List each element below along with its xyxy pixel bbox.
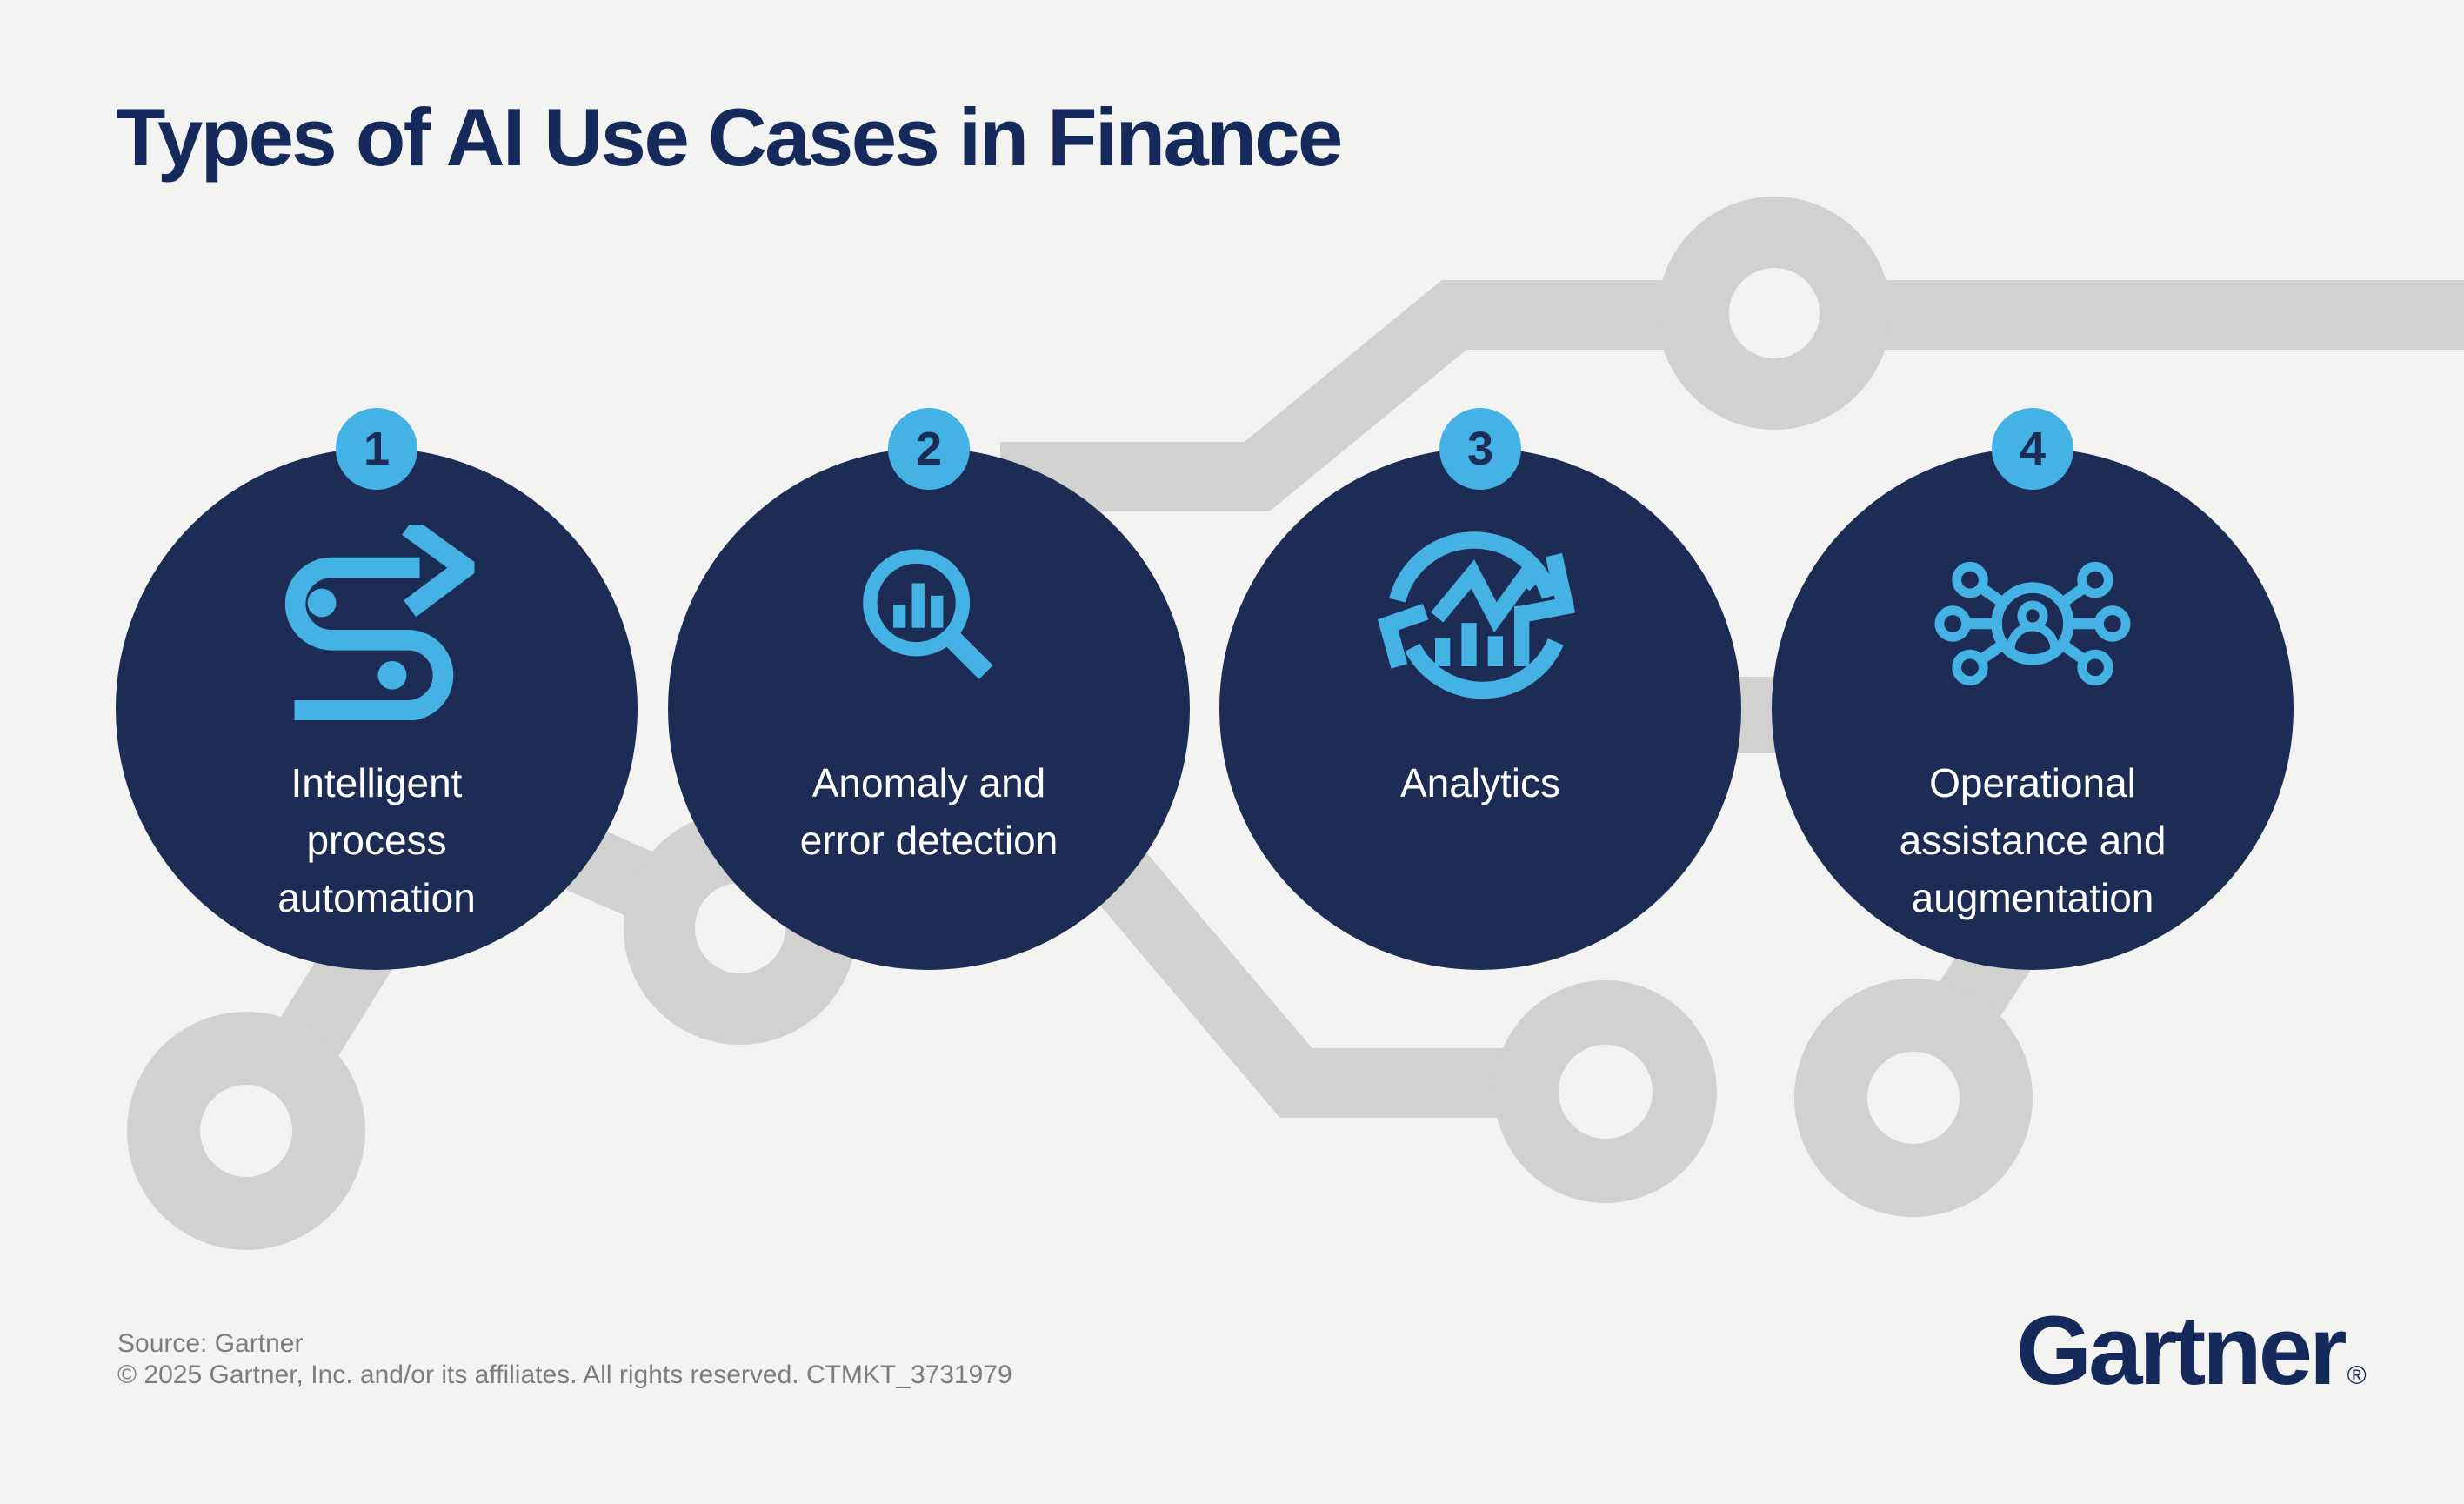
step-2-number: 2 (915, 423, 943, 475)
step-2-badge: 2 (888, 408, 970, 490)
source-text: Source: Gartner (117, 1329, 304, 1358)
step-1-number: 1 (363, 423, 391, 475)
step-3-number: 3 (1466, 423, 1494, 475)
gartner-logo-text: Gartner (2016, 1296, 2347, 1405)
operational-assistance-icon (1934, 561, 2131, 686)
step-4-label: Operational assistance and augmentation (1899, 760, 2167, 920)
step-1-label: Intelligent process automation (277, 760, 476, 920)
process-automation-icon (284, 525, 475, 720)
step-3-badge: 3 (1439, 408, 1521, 490)
step-circle-3: 3 Analytics (1219, 408, 1741, 970)
circuit-node-bottom-middle (1494, 980, 1717, 1203)
footer: Source: Gartner © 2025 Gartner, Inc. and… (117, 1328, 1012, 1391)
copyright-text: © 2025 Gartner, Inc. and/or its affiliat… (117, 1360, 1012, 1389)
circuit-line-top (1000, 280, 2464, 511)
gartner-logo: Gartner® (2016, 1294, 2367, 1407)
circuit-node-below-step4 (1794, 979, 2033, 1217)
step-circle-4: 4 Operational assistance and augmentatio… (1772, 408, 2294, 970)
step-4-badge: 4 (1992, 408, 2073, 490)
analytics-icon (1378, 531, 1576, 699)
step-4-number: 4 (2019, 423, 2047, 475)
step-2-label: Anomaly and error detection (799, 760, 1058, 863)
page-title: Types of AI Use Cases in Finance (116, 91, 1343, 183)
circuit-node-bottom-left (127, 1012, 365, 1250)
circuit-node-top (1658, 197, 1891, 430)
circuit-line-bottom-middle (1078, 834, 1513, 1118)
anomaly-detection-icon (863, 549, 993, 679)
step-3-label: Analytics (1399, 760, 1561, 805)
registered-mark-icon: ® (2347, 1361, 2367, 1390)
step-circle-1: 1 Intelligent process automation (116, 408, 638, 970)
step-circle-2: 2 Anomaly and error detection (668, 408, 1190, 970)
step-1-badge: 1 (336, 408, 417, 490)
